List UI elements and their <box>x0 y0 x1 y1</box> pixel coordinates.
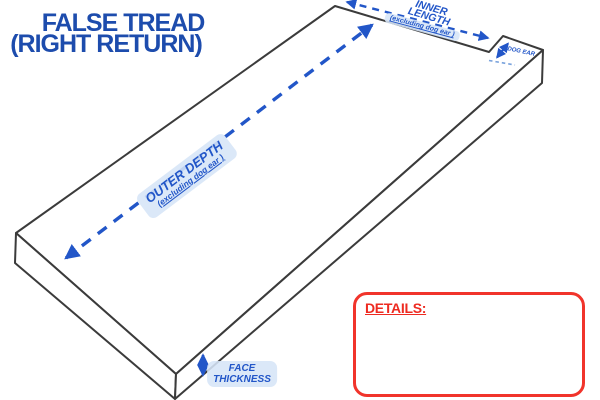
dog-ear-arrow <box>496 42 509 59</box>
outer-depth-arrow <box>64 23 374 260</box>
page-title-line2: (RIGHT RETURN) <box>10 30 203 58</box>
page-title-line1: FALSE TREAD <box>41 9 206 37</box>
details-box: DETAILS: <box>353 292 585 397</box>
face-thickness-line2: THICKNESS <box>213 374 271 385</box>
face-thickness-line1: FACE <box>228 363 256 374</box>
dog-ear-hidden-edge <box>488 59 516 66</box>
face-thickness-label: FACE THICKNESS <box>207 361 277 387</box>
details-box-heading: DETAILS: <box>365 300 427 316</box>
inner-length-arrow <box>345 0 490 41</box>
